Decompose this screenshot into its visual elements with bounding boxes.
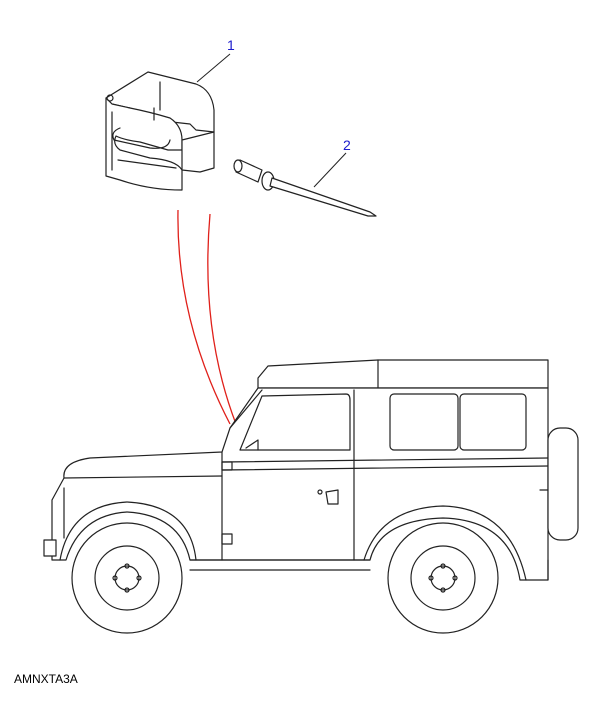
- callout-1-leader: [196, 53, 231, 83]
- vehicle-illustration: [43, 359, 579, 634]
- rivet-part[interactable]: [233, 159, 377, 217]
- location-line: [207, 213, 237, 425]
- callout-2-leader: [313, 152, 347, 188]
- illustration-code: AMNXTA3A: [14, 672, 78, 686]
- clip-part[interactable]: [105, 71, 215, 191]
- callout-1[interactable]: 1: [227, 37, 235, 53]
- location-line: [177, 209, 231, 425]
- callout-2[interactable]: 2: [343, 137, 351, 153]
